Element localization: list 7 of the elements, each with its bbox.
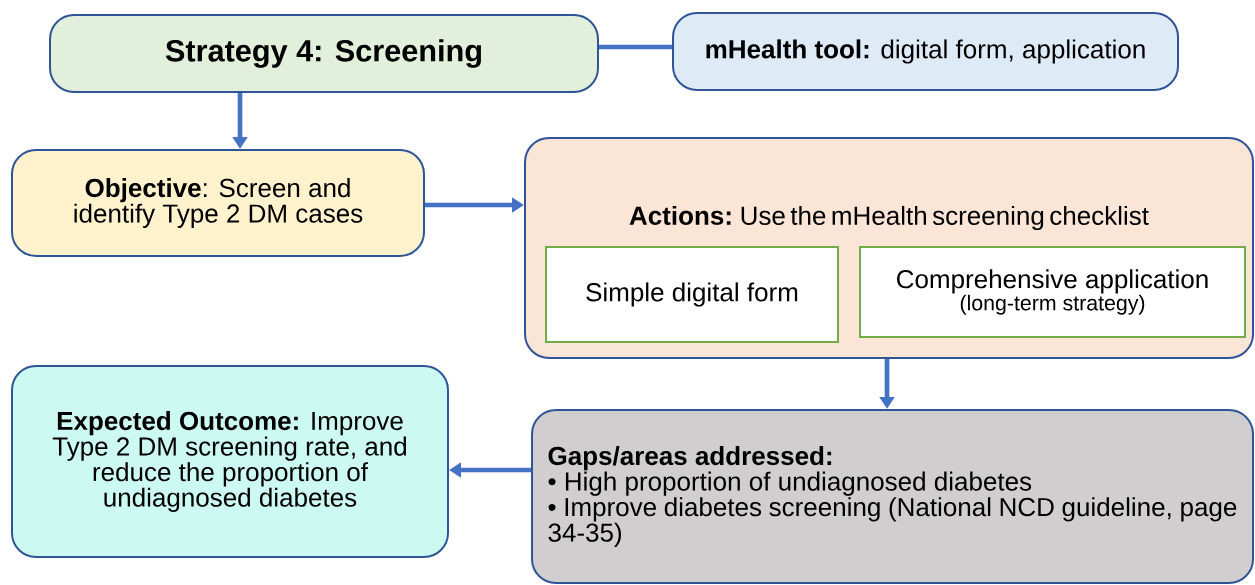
gaps-box: Gaps/areas addressed: • High proportion of undiagnosed diabetes • Improve diabetes screening (National NCD guideline, page 34-35) — [531, 409, 1254, 584]
outcome-box: Expected Outcome: Improve Type 2 DM screening rate, and reduce the proportion of undiagnosed diabetes — [11, 365, 449, 558]
option-box: Simple digital form — [545, 246, 839, 343]
tool-box: mHealth tool: digital form, application — [672, 12, 1179, 91]
objective-box: Objective: Screen and identify Type 2 DM cases — [11, 149, 425, 257]
strategy-box: Strategy 4: Screening — [49, 14, 599, 93]
option-box: Comprehensive application (long-term strategy) — [859, 246, 1246, 338]
